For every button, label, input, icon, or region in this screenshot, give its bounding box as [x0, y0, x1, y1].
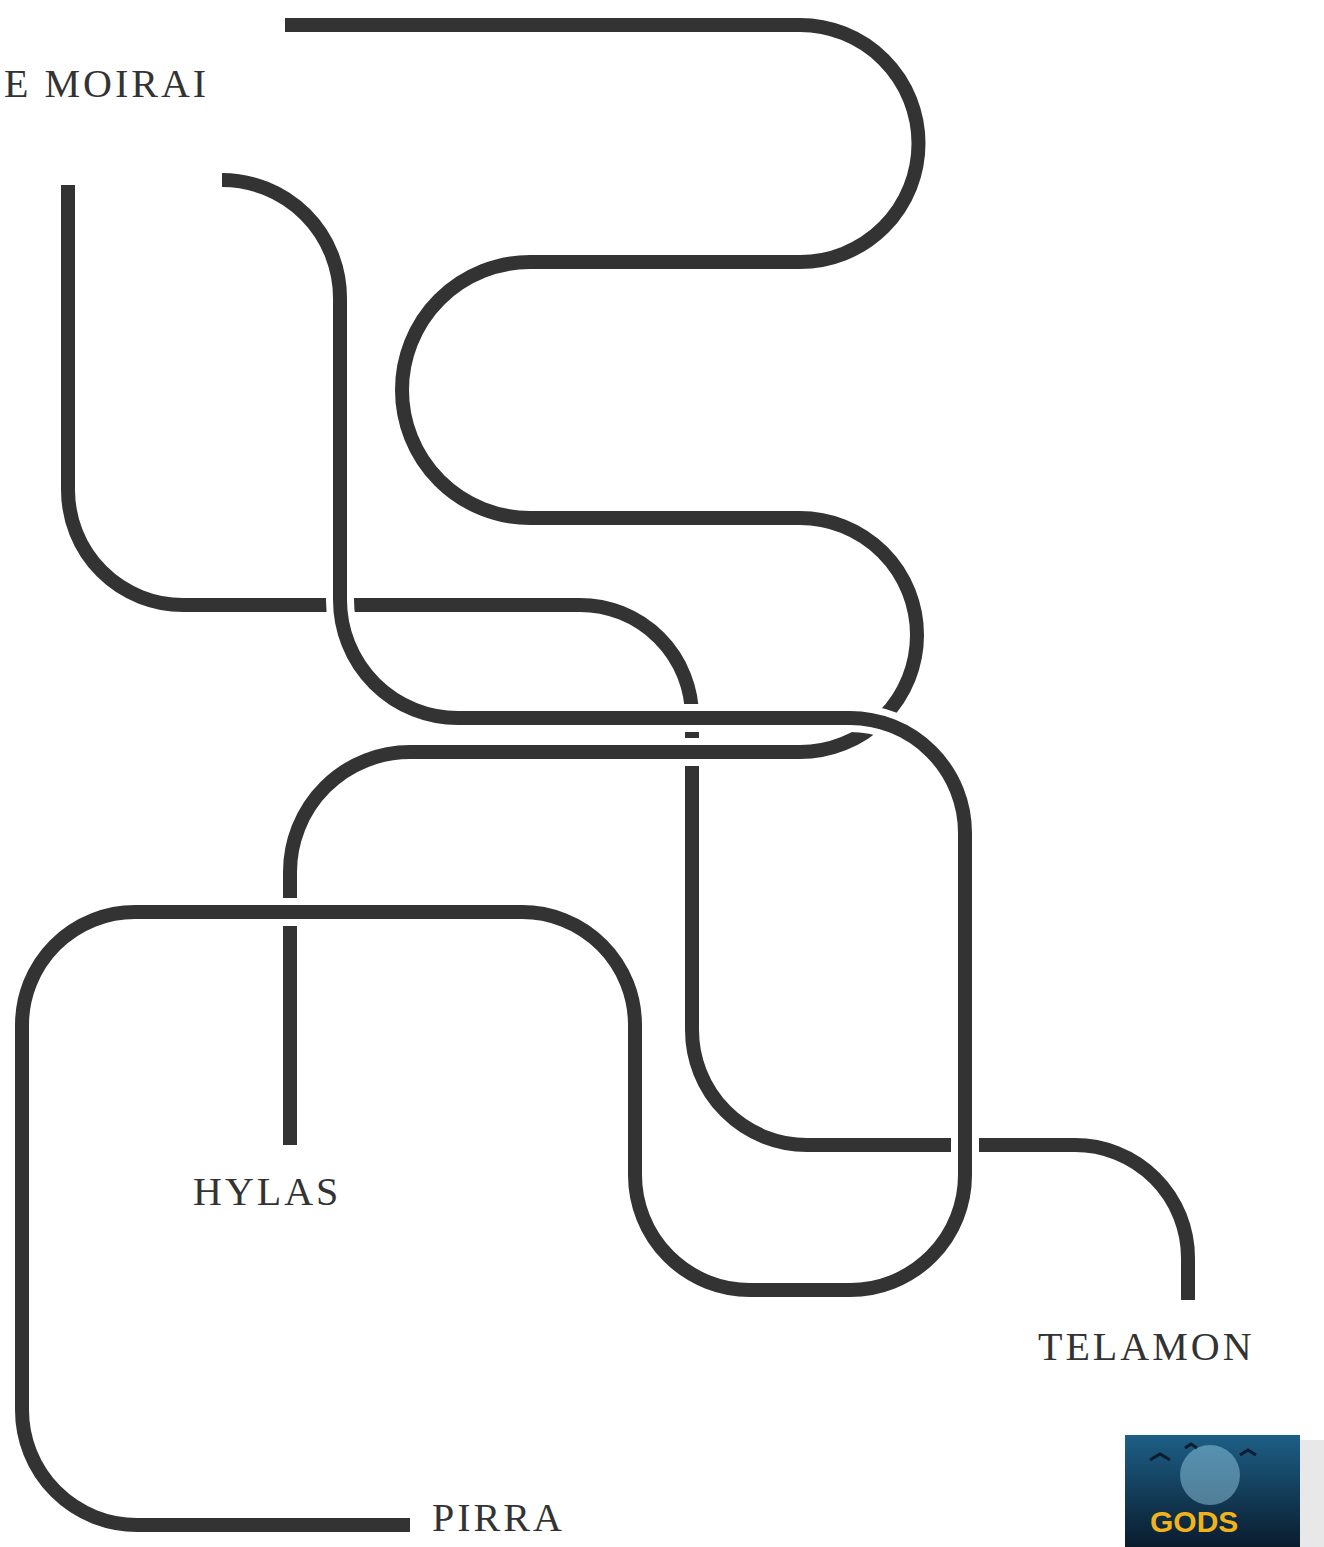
book-cover [1125, 1435, 1324, 1547]
thread-hylas [285, 25, 919, 1145]
cover-title: GODS [1150, 1505, 1238, 1538]
thread-end-label: PIRRA [432, 1496, 565, 1540]
source-label: E MOIRAI [4, 62, 209, 106]
thread-pirra [22, 180, 965, 1525]
thread-end-label: HYLAS [193, 1170, 341, 1214]
thread-end-label: TELAMON [1038, 1325, 1255, 1369]
